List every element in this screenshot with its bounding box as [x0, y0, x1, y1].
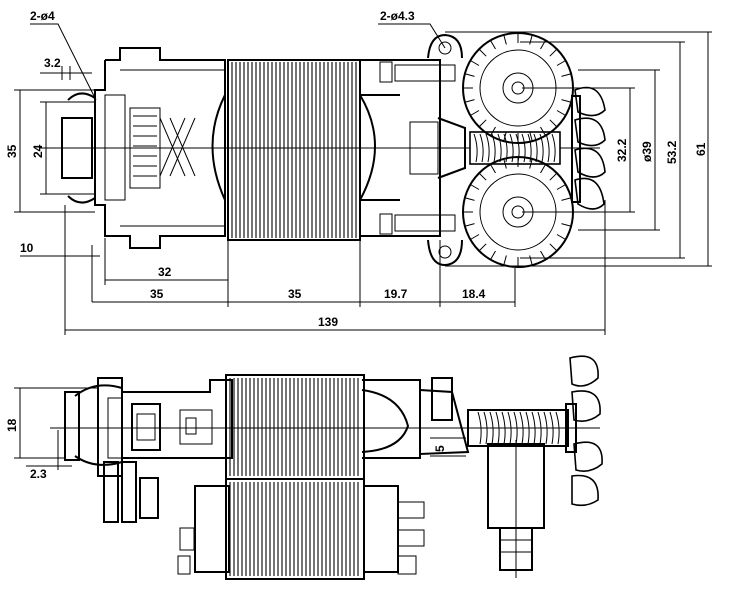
label-18-4: 18.4 — [462, 287, 486, 301]
gear-tooth — [556, 110, 566, 116]
gear-tooth — [556, 184, 566, 190]
gear-tooth — [529, 255, 533, 266]
worm-thread — [473, 133, 478, 163]
gear-tooth — [470, 60, 480, 66]
gear-tooth — [529, 131, 533, 142]
side-frame — [122, 379, 421, 459]
gear-tooth — [529, 158, 533, 169]
gear-tooth — [556, 234, 566, 240]
gear-tooth — [561, 99, 572, 103]
gear-tooth — [490, 250, 496, 260]
label-24: 24 — [31, 144, 45, 158]
label-10: 10 — [20, 241, 34, 255]
shaft — [40, 117, 600, 179]
gear-tooth — [464, 99, 475, 103]
gear-tooth — [503, 255, 507, 266]
label-hole-large: 2-ø4.3 — [380, 9, 415, 23]
stator-coil — [227, 59, 361, 241]
gear-tooth — [503, 131, 507, 142]
worm-thread — [539, 133, 544, 163]
label-2-3: 2.3 — [30, 467, 47, 481]
gear-tooth — [478, 119, 487, 128]
gear-tooth — [490, 40, 496, 50]
gear-tooth — [556, 60, 566, 66]
motor-frame — [94, 47, 456, 249]
label-53-2: 53.2 — [665, 140, 679, 164]
gear-tooth — [561, 223, 572, 227]
gear-tooth — [540, 164, 546, 174]
gear-tooth — [503, 158, 507, 169]
label-32: 32 — [158, 265, 172, 279]
label-hole-small: 2-ø4 — [30, 9, 55, 23]
worm-thread — [509, 133, 514, 163]
label-diam-39: ø39 — [640, 141, 654, 162]
mounting-hole-upper — [427, 33, 463, 59]
label-35-a: 35 — [150, 287, 164, 301]
worm-thread — [485, 133, 490, 163]
worm-thread — [527, 133, 532, 163]
gear-tooth — [503, 34, 507, 45]
gear-tooth — [470, 110, 480, 116]
gear-tooth — [478, 48, 487, 57]
gear-tooth — [478, 243, 487, 252]
side-stator-coil — [177, 374, 425, 580]
gear-tooth — [549, 172, 558, 181]
label-19-7: 19.7 — [384, 287, 408, 301]
gear-tooth — [490, 126, 496, 136]
gear-tooth — [464, 73, 475, 77]
label-61: 61 — [694, 142, 708, 156]
label-32-2: 32.2 — [615, 138, 629, 162]
gear-tooth — [478, 172, 487, 181]
gear-tooth — [470, 184, 480, 190]
gear-tooth — [464, 223, 475, 227]
gear-tooth — [470, 234, 480, 240]
side-view: 18 2.3 5 — [5, 355, 603, 580]
label-5: 5 — [433, 445, 447, 452]
gear-tooth — [549, 243, 558, 252]
dimension-lines-top — [14, 23, 712, 335]
side-gearbox — [419, 377, 569, 578]
gear-tooth — [549, 48, 558, 57]
label-18: 18 — [5, 418, 19, 432]
gear-tooth — [549, 119, 558, 128]
label-3-2: 3.2 — [44, 56, 61, 70]
side-bracket — [64, 377, 161, 523]
gear-tooth — [561, 73, 572, 77]
worm-thread — [551, 133, 556, 163]
top-view: 2-ø4 2-ø4.3 3.2 35 24 10 32 35 35 19.7 1… — [5, 9, 712, 335]
label-35-b: 35 — [288, 287, 302, 301]
label-139: 139 — [318, 315, 338, 329]
side-fan — [565, 355, 603, 507]
dimension-lines-side — [14, 387, 466, 470]
gear-tooth — [490, 164, 496, 174]
worm-thread — [545, 133, 550, 163]
worm-thread — [479, 133, 484, 163]
gear-tooth — [529, 34, 533, 45]
gear-tooth — [540, 126, 546, 136]
label-35-vertical: 35 — [5, 144, 19, 158]
worm-thread — [521, 133, 526, 163]
gear-tooth — [464, 197, 475, 201]
mounting-hole-lower — [427, 239, 463, 267]
gear-tooth — [561, 197, 572, 201]
fan-blade — [571, 86, 606, 210]
